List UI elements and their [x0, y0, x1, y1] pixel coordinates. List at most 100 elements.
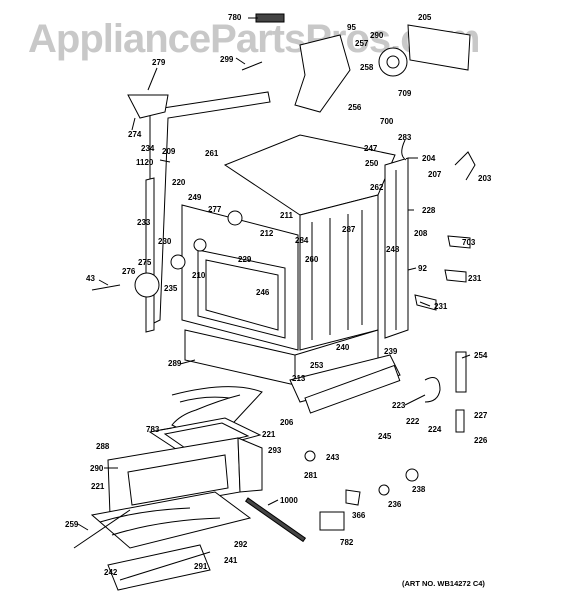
label-700: 700	[380, 117, 394, 126]
label-239: 239	[384, 347, 398, 356]
label-276: 276	[122, 267, 136, 276]
label-209: 209	[162, 147, 176, 156]
label-782: 782	[340, 538, 354, 547]
rear-bracket	[407, 24, 471, 71]
label-211: 211	[280, 211, 293, 220]
part-labels: 780 95 257 290 205 299 279 258 709 274 2…	[65, 13, 492, 577]
label-289: 289	[168, 359, 182, 368]
label-261: 261	[205, 149, 219, 158]
bake-element	[171, 386, 263, 437]
label-247: 247	[364, 144, 378, 153]
label-290b: 290	[90, 464, 104, 473]
label-236: 236	[388, 500, 402, 509]
watermark: AppliancePartsPros.com	[28, 17, 480, 61]
bracket-231a	[444, 269, 467, 283]
element-cover	[148, 417, 262, 456]
label-235: 235	[164, 284, 178, 293]
label-224: 224	[428, 425, 442, 434]
label-293: 293	[268, 446, 282, 455]
label-238: 238	[412, 485, 426, 494]
label-254: 254	[474, 351, 488, 360]
label-222: 222	[406, 417, 420, 426]
label-245: 245	[378, 432, 392, 441]
label-292: 292	[234, 540, 248, 549]
part-281	[304, 450, 316, 462]
label-212: 212	[260, 229, 274, 238]
part-366	[345, 489, 361, 506]
label-249: 249	[188, 193, 202, 202]
terminal-block	[255, 13, 285, 23]
label-203: 203	[478, 174, 492, 183]
label-783: 783	[146, 425, 160, 434]
label-223: 223	[392, 401, 406, 410]
label-709: 709	[398, 89, 412, 98]
label-241: 241	[224, 556, 238, 565]
label-43: 43	[86, 274, 95, 283]
label-262: 262	[370, 183, 384, 192]
label-283: 283	[398, 133, 412, 142]
label-227: 227	[474, 411, 488, 420]
label-258: 258	[360, 63, 374, 72]
label-250: 250	[365, 159, 379, 168]
spring-222	[424, 377, 441, 403]
label-231: 231	[468, 274, 482, 283]
label-291: 291	[194, 562, 208, 571]
label-290: 290	[370, 31, 384, 40]
label-703: 703	[462, 238, 476, 247]
label-281: 281	[304, 471, 318, 480]
label-210: 210	[192, 271, 206, 280]
label-257: 257	[355, 39, 369, 48]
rod-1000	[245, 497, 307, 543]
part-283	[401, 139, 407, 161]
left-side-edge	[145, 177, 155, 333]
part-275	[170, 254, 186, 270]
label-226: 226	[474, 436, 488, 445]
label-284: 284	[295, 236, 309, 245]
label-233: 233	[137, 218, 151, 227]
bracket-231b	[414, 294, 437, 311]
label-221: 221	[262, 430, 276, 439]
wire-203	[454, 151, 476, 181]
label-1120: 1120	[136, 158, 154, 167]
label-275: 275	[138, 258, 152, 267]
label-279: 279	[152, 58, 166, 67]
bracket-703	[447, 235, 471, 249]
part-236	[378, 484, 390, 496]
label-220: 220	[172, 178, 186, 187]
label-204: 204	[422, 154, 436, 163]
vent-duct	[294, 34, 351, 113]
drawer-side	[237, 437, 263, 493]
label-288: 288	[96, 442, 110, 451]
label-277: 277	[208, 205, 222, 214]
burner-valve	[127, 94, 169, 119]
label-240: 240	[336, 343, 350, 352]
label-248: 248	[386, 245, 400, 254]
part-227	[455, 409, 465, 433]
label-259: 259	[65, 520, 79, 529]
label-243: 243	[326, 453, 340, 462]
rail-243	[304, 364, 401, 414]
label-260: 260	[305, 255, 319, 264]
label-287: 287	[342, 225, 356, 234]
vent-ring	[227, 210, 243, 226]
label-221b: 221	[91, 482, 105, 491]
broiler-pan	[90, 491, 252, 549]
label-246: 246	[256, 288, 270, 297]
label-208: 208	[414, 229, 428, 238]
label-207: 207	[428, 170, 442, 179]
label-230: 230	[158, 237, 172, 246]
burner-port	[193, 238, 207, 252]
leader-lines	[77, 17, 471, 531]
part-782	[319, 511, 345, 531]
fan-motor	[378, 47, 408, 77]
label-253: 253	[310, 361, 324, 370]
drawing-linework	[73, 13, 476, 591]
bracket-254	[455, 351, 467, 393]
label-299: 299	[220, 55, 234, 64]
label-366: 366	[352, 511, 366, 520]
label-228: 228	[422, 206, 436, 215]
label-234: 234	[141, 144, 155, 153]
part-238	[405, 468, 419, 482]
label-92: 92	[418, 264, 427, 273]
